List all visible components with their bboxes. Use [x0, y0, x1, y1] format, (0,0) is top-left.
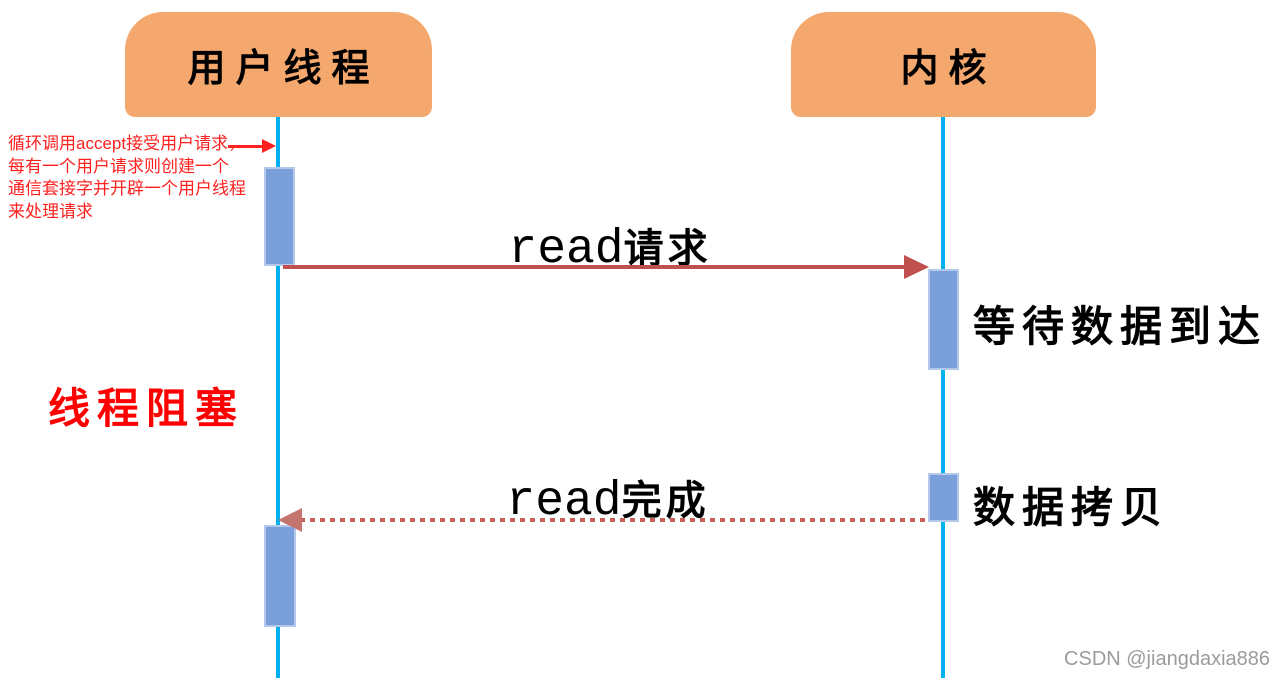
annotation-arrowhead-icon — [262, 139, 276, 153]
annotation-line: 来处理请求 — [8, 201, 93, 221]
lifeline-kernel — [941, 117, 945, 678]
message-read-complete-suffix: 完成 — [621, 479, 710, 523]
annotation-arrow — [228, 145, 264, 148]
lifeline-user-thread — [276, 117, 280, 678]
read-complete-arrowhead-icon — [278, 508, 302, 532]
activation-user-2 — [264, 525, 296, 627]
kernel-step-wait-data-label: 等待数据到达 — [973, 303, 1268, 350]
message-read-request-suffix: 请求 — [623, 227, 712, 271]
activation-user-1 — [264, 167, 295, 266]
read-request-arrowhead-icon — [904, 255, 929, 279]
annotation-line: 循环调用accept接受用户请求， — [8, 134, 246, 153]
read-complete-arrow — [300, 518, 928, 522]
read-request-arrow — [283, 265, 906, 269]
actor-box-user-thread: 用户线程 — [125, 12, 432, 117]
activation-kernel-wait — [928, 269, 959, 370]
annotation-line: 每有一个用户请求则创建一个 — [8, 156, 229, 176]
thread-blocked-label: 线程阻塞 — [48, 385, 245, 432]
actor-box-kernel: 内核 — [791, 12, 1096, 117]
annotation-line: 通信套接字并开辟一个用户线程 — [8, 179, 246, 198]
kernel-step-data-copy-label: 数据拷贝 — [973, 484, 1170, 531]
activation-kernel-copy — [928, 473, 959, 522]
annotation-accept-loop: 循环调用accept接受用户请求， 每有一个用户请求则创建一个 通信套接字并开辟… — [8, 133, 246, 223]
watermark: CSDN @jiangdaxia886 — [1064, 648, 1270, 670]
